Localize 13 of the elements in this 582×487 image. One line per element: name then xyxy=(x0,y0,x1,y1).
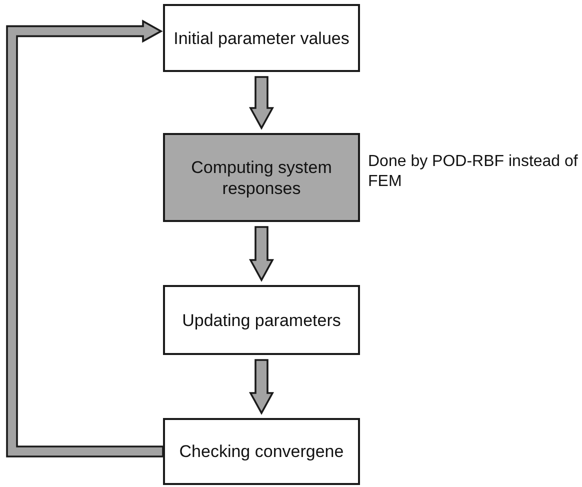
process-box xyxy=(163,418,360,485)
process-box xyxy=(163,4,360,72)
side-note: Done by POD-RBF instead of FEM xyxy=(368,152,578,192)
block-arrow xyxy=(248,359,274,415)
box-text: Initial parameter values xyxy=(172,28,350,48)
process-box xyxy=(163,285,360,355)
process-box xyxy=(163,133,360,222)
block-arrow xyxy=(6,20,164,458)
block-arrow xyxy=(248,226,274,282)
block-arrow xyxy=(248,76,274,130)
box-text: Computing system responses xyxy=(190,156,333,198)
box-text: Checking convergene xyxy=(178,441,345,462)
box-text: Updating parameters xyxy=(181,310,342,330)
